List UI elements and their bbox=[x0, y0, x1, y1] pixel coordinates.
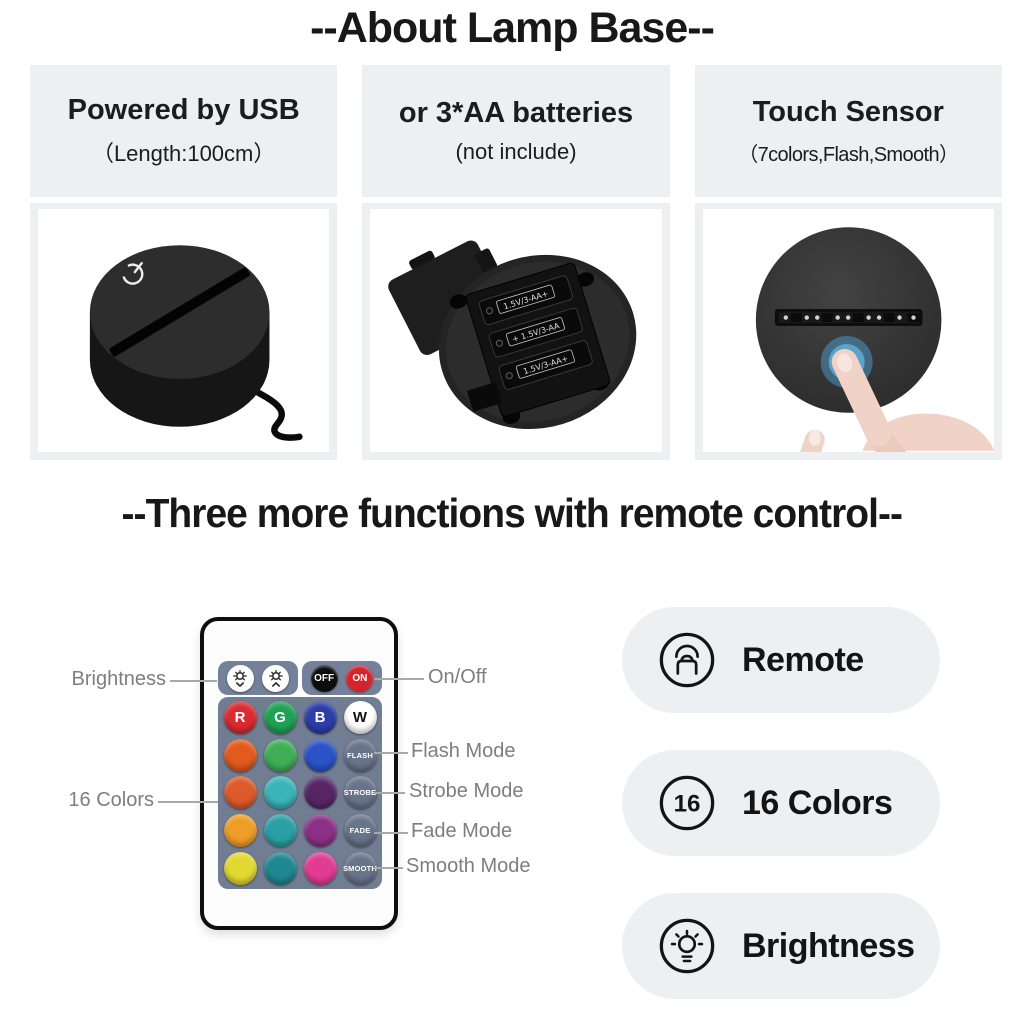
panel-touch-header: Touch Sensor （7colors,Flash,Smooth） bbox=[694, 65, 1002, 197]
smooth-callout-label: Smooth Mode bbox=[406, 855, 531, 877]
panel-usb-photo-frame bbox=[30, 203, 338, 460]
flash-callout-line bbox=[374, 752, 408, 754]
remote-color-key bbox=[303, 776, 337, 810]
panel-battery-header: or 3*AA batteries (not include) bbox=[362, 65, 670, 197]
power-symbol-icon bbox=[122, 261, 144, 285]
remote-color-key bbox=[223, 851, 257, 885]
panel-touch: Touch Sensor （7colors,Flash,Smooth） bbox=[694, 65, 1002, 460]
feature-pill-remote: Remote bbox=[622, 607, 940, 713]
remote-icon bbox=[659, 632, 715, 688]
brightness-bulb-icon bbox=[659, 918, 715, 974]
flash-callout-label: Flash Mode bbox=[411, 740, 516, 762]
smooth-callout-line bbox=[374, 867, 403, 869]
usb-lamp-base-illustration bbox=[38, 210, 330, 451]
brightness-up-key bbox=[262, 664, 290, 692]
strobe-callout-line bbox=[374, 792, 405, 794]
panel-usb-subtitle: （Length:100cm） bbox=[91, 141, 276, 166]
onoff-callout-label: On/Off bbox=[428, 666, 487, 688]
remote-power-group: OFF ON bbox=[302, 661, 382, 695]
hand bbox=[799, 348, 994, 452]
feature-brightness-label: Brightness bbox=[742, 926, 915, 965]
on-key: ON bbox=[346, 664, 374, 692]
onoff-callout-line bbox=[374, 678, 424, 680]
panel-usb-header: Powered by USB （Length:100cm） bbox=[30, 65, 338, 197]
colors-callout-line bbox=[158, 801, 218, 803]
remote-color-key bbox=[263, 776, 297, 810]
remote-color-key bbox=[303, 851, 337, 885]
brightness-callout-line bbox=[170, 680, 217, 682]
strobe-callout-label: Strobe Mode bbox=[409, 780, 524, 802]
brightness-down-icon bbox=[233, 669, 248, 688]
remote-color-key bbox=[223, 776, 257, 810]
section-title-about-lamp-base: --About Lamp Base-- bbox=[310, 4, 715, 52]
section-title-remote-functions: --Three more functions with remote contr… bbox=[121, 490, 903, 536]
remote-key-r: R bbox=[223, 701, 257, 735]
remote-mode-key-smooth: SMOOTH bbox=[343, 851, 377, 885]
remote-mode-key-strobe: STROBE bbox=[343, 776, 377, 810]
svg-text:16: 16 bbox=[674, 791, 701, 818]
battery-compartment-illustration: 1.5V/3-AA+ + 1.5V/3-AA 1.5V/3-AA+ bbox=[370, 210, 662, 451]
brightness-callout-label: Brightness bbox=[71, 668, 167, 690]
remote-color-key bbox=[263, 814, 297, 848]
panel-touch-photo-frame bbox=[694, 203, 1002, 460]
count-16-badge: 16 bbox=[659, 775, 715, 831]
remote-color-key bbox=[263, 851, 297, 885]
brightness-down-key bbox=[226, 664, 254, 692]
feature-pill-brightness: Brightness bbox=[622, 893, 940, 999]
touch-sensor-base-photo bbox=[702, 209, 994, 452]
colors-callout-label: 16 Colors bbox=[68, 789, 154, 811]
panel-battery-photo-frame: 1.5V/3-AA+ + 1.5V/3-AA 1.5V/3-AA+ bbox=[362, 203, 670, 460]
panel-usb-title: Powered by USB bbox=[67, 94, 300, 126]
panel-touch-title: Touch Sensor bbox=[752, 95, 944, 128]
remote-mode-key-fade: FADE bbox=[343, 814, 377, 848]
lamp-base-panels: Powered by USB （Length:100cm） bbox=[30, 65, 1002, 460]
fade-callout-label: Fade Mode bbox=[411, 820, 513, 842]
usb-lamp-base-photo bbox=[38, 209, 330, 452]
feature-pill-16-colors: 16 16 Colors bbox=[622, 750, 940, 856]
panel-touch-subtitle: （7colors,Flash,Smooth） bbox=[738, 143, 959, 166]
panel-usb: Powered by USB （Length:100cm） bbox=[30, 65, 338, 460]
panel-battery-subtitle: (not include) bbox=[455, 139, 577, 164]
remote-color-key bbox=[223, 738, 257, 772]
touch-sensor-illustration bbox=[702, 210, 994, 452]
remote-color-key bbox=[263, 738, 297, 772]
remote-key-w: W bbox=[343, 701, 377, 735]
remote-brightness-group bbox=[218, 661, 298, 695]
remote-color-key bbox=[303, 814, 337, 848]
remote-color-key bbox=[303, 738, 337, 772]
panel-battery: or 3*AA batteries (not include) bbox=[362, 65, 670, 460]
feature-16-colors-label: 16 Colors bbox=[742, 783, 893, 822]
remote-key-g: G bbox=[263, 701, 297, 735]
panel-battery-title: or 3*AA batteries bbox=[398, 97, 634, 129]
off-key: OFF bbox=[310, 664, 338, 692]
remote-key-b: B bbox=[303, 701, 337, 735]
remote-mode-key-flash: FLASH bbox=[343, 738, 377, 772]
feature-remote-label: Remote bbox=[742, 640, 864, 679]
fade-callout-line bbox=[374, 832, 408, 834]
brightness-up-icon bbox=[268, 669, 283, 687]
battery-compartment-photo: 1.5V/3-AA+ + 1.5V/3-AA 1.5V/3-AA+ bbox=[370, 209, 662, 452]
remote-color-key bbox=[223, 814, 257, 848]
